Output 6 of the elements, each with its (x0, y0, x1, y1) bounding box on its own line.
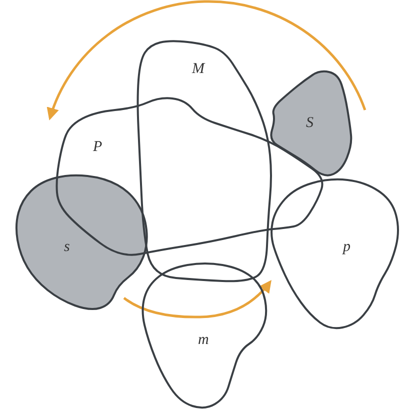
region-label: P (93, 140, 102, 155)
region-label: M (192, 62, 204, 77)
region-label: m (198, 333, 209, 348)
region-label: S (306, 116, 314, 131)
region-label: s (64, 240, 70, 255)
region-label: p (343, 240, 350, 255)
